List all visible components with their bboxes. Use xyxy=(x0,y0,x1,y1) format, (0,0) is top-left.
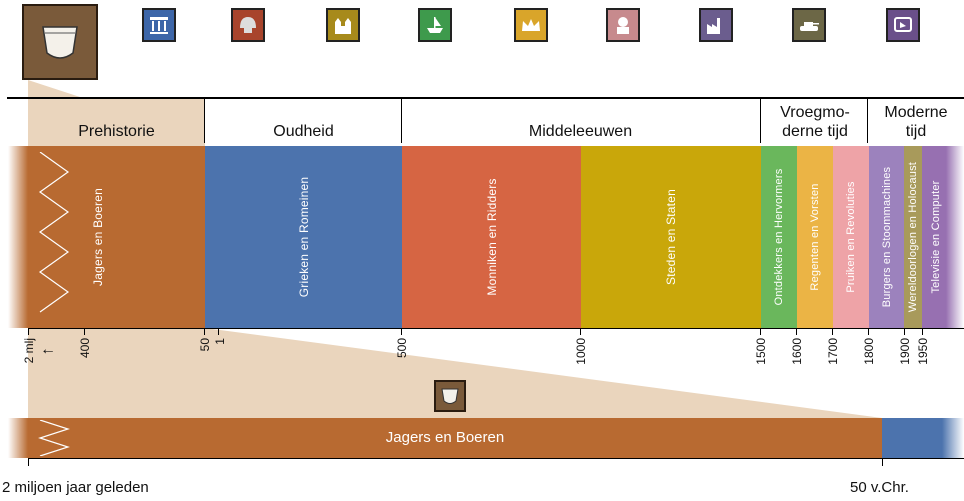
zoom-bar-next xyxy=(882,418,964,458)
zoom-bar-label: Jagers en Boeren xyxy=(385,429,505,446)
tick-label: 400 xyxy=(78,338,92,359)
timeline-axis xyxy=(28,328,964,329)
period-band-wereldoorlogen: Wereldoorlogen en Holocaust xyxy=(904,146,922,328)
era-moderne: Moderne tijd xyxy=(884,104,948,140)
tick-label: 50 xyxy=(198,338,212,352)
period-label: Televisie en Computer xyxy=(930,180,942,294)
tick xyxy=(904,328,905,335)
period-label: Wereldoorlogen en Holocaust xyxy=(907,161,919,313)
tick xyxy=(796,328,797,335)
era-prehistorie: Prehistorie xyxy=(78,122,155,140)
tick xyxy=(204,328,205,335)
tick-label: 2 mlj xyxy=(22,338,36,364)
period-label: Burgers en Stoommachines xyxy=(880,166,893,308)
tick-label: 500 xyxy=(395,338,409,359)
left-arrow-icon: ← xyxy=(40,341,56,358)
period-label: Jagers en Boeren xyxy=(91,188,105,286)
era-divider xyxy=(401,97,402,143)
zoom-start-label: 2 miljoen jaar geleden xyxy=(2,479,149,496)
period-label: Regenten en Vorsten xyxy=(809,183,821,291)
zoom-axis xyxy=(28,458,964,459)
tick xyxy=(401,328,402,335)
zigzag-break xyxy=(38,152,70,313)
period-band-burgers: Burgers en Stoommachines xyxy=(869,146,904,328)
television-icon xyxy=(886,8,920,42)
period-band-monniken: Monniken en Ridders xyxy=(402,146,581,328)
tank-icon xyxy=(792,8,826,42)
era-header-line xyxy=(7,97,964,99)
period-band-televisie: Televisie en Computer xyxy=(922,146,964,328)
tick xyxy=(832,328,833,335)
period-band-ontdekkers: Ontdekkers en Hervormers xyxy=(761,146,797,328)
wig-portrait-icon xyxy=(606,8,640,42)
crown-icon xyxy=(514,8,548,42)
temple-icon xyxy=(142,8,176,42)
period-label: Steden en Staten xyxy=(664,189,678,285)
era-divider xyxy=(760,97,761,143)
tick-label: 1900 xyxy=(898,338,912,365)
zigzag-break xyxy=(38,420,70,456)
period-label: Grieken en Romeinen xyxy=(296,176,311,298)
tick-label: 1700 xyxy=(826,338,840,365)
tick xyxy=(580,328,581,335)
tick-label: 1600 xyxy=(790,338,804,365)
helmet-icon xyxy=(231,8,265,42)
tick xyxy=(28,328,29,335)
tick-label: 1800 xyxy=(862,338,876,365)
era-divider xyxy=(204,97,205,143)
tick-label: 1 xyxy=(213,338,227,345)
period-band-pruiken: Pruiken en Revoluties xyxy=(833,146,869,328)
era-divider xyxy=(867,97,868,143)
castle-icon xyxy=(326,8,360,42)
tick xyxy=(760,328,761,335)
era-vroegmoderne: Vroegmo- derne tijd xyxy=(780,104,850,140)
zoom-end-label: 50 v.Chr. xyxy=(850,479,909,496)
tick-label: 1000 xyxy=(574,338,588,365)
tick xyxy=(922,328,923,335)
tick xyxy=(868,328,869,335)
period-band-regenten: Regenten en Vorsten xyxy=(797,146,833,328)
period-label: Ontdekkers en Hervormers xyxy=(773,168,785,306)
zoom-tick xyxy=(28,458,29,466)
period-label: Pruiken en Revoluties xyxy=(845,181,857,293)
zoom-tick xyxy=(882,458,883,466)
pot-icon xyxy=(22,4,98,80)
period-band-grieken: Grieken en Romeinen xyxy=(205,146,402,328)
factory-icon xyxy=(699,8,733,42)
era-oudheid: Oudheid xyxy=(273,122,334,140)
era-middeleeuwen: Middeleeuwen xyxy=(528,122,633,140)
pot-icon xyxy=(434,380,466,412)
tick xyxy=(84,328,85,335)
tick-label: 1500 xyxy=(754,338,768,365)
tick xyxy=(218,328,219,335)
period-label: Monniken en Ridders xyxy=(484,178,499,296)
period-band-steden: Steden en Staten xyxy=(581,146,761,328)
period-band-jagers: Jagers en Boeren xyxy=(8,146,205,328)
ship-icon xyxy=(418,8,452,42)
tick-label: 1950 xyxy=(916,338,930,365)
zoom-bar: Jagers en Boeren xyxy=(8,418,882,458)
